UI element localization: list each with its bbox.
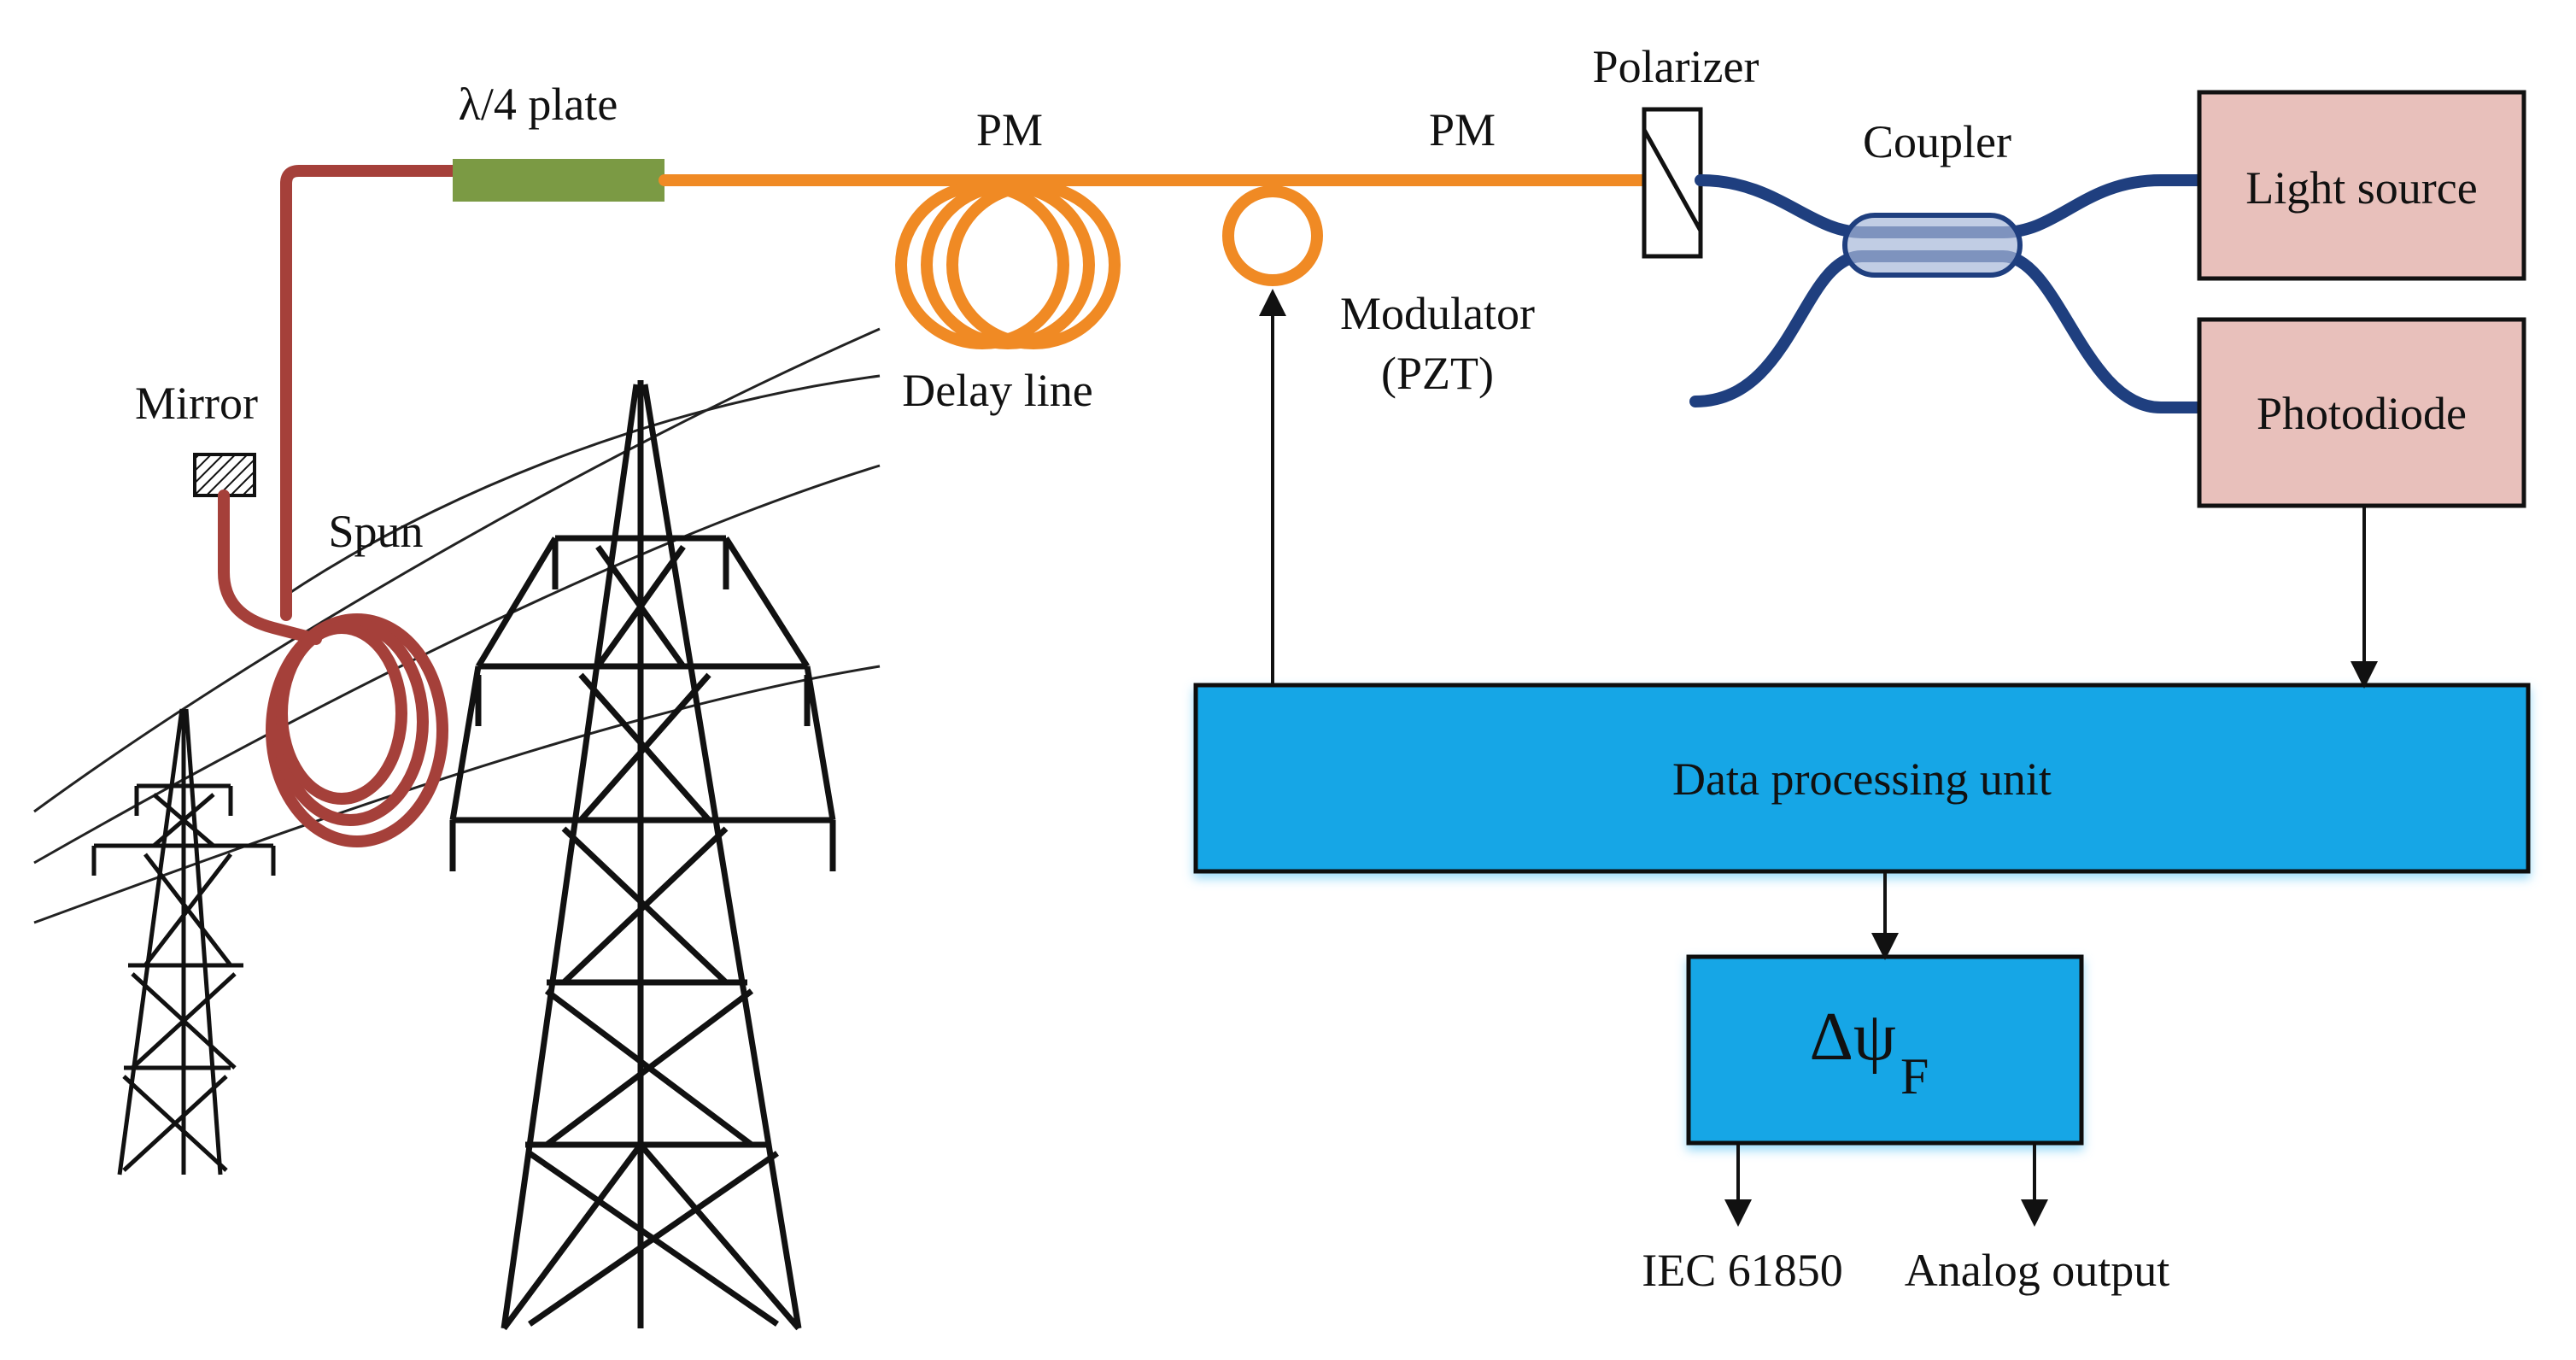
pm-fiber-label-left: PM <box>976 104 1043 155</box>
photodiode-box: Photodiode <box>2197 317 2526 508</box>
polarizer-label: Polarizer <box>1593 41 1759 92</box>
light-source-box: Light source <box>2197 90 2526 281</box>
iec-output-label: IEC 61850 <box>1642 1245 1843 1296</box>
transmission-tower-small <box>91 708 276 1175</box>
mirror-element <box>193 453 256 497</box>
spun-fiber <box>218 165 459 847</box>
data-processing-box: Data processing unit <box>1193 683 2531 874</box>
pm-fiber <box>659 174 1650 349</box>
delay-line-label: Delay line <box>902 365 1092 416</box>
spun-label: Spun <box>328 506 423 557</box>
photodiode-label: Photodiode <box>2257 388 2467 439</box>
mirror-label: Mirror <box>135 378 258 429</box>
pm-fiber-label-right: PM <box>1429 104 1496 155</box>
analog-output-label: Analog output <box>1905 1245 2169 1296</box>
coupler-label: Coupler <box>1863 116 2011 167</box>
signal-arrows <box>1259 289 2378 1227</box>
modulator-type-label: (PZT) <box>1381 348 1494 399</box>
power-lines <box>33 327 881 924</box>
faraday-phase-subscript: F <box>1900 1048 1929 1105</box>
coupler-element <box>1842 213 2023 278</box>
faraday-phase-symbol: Δψ <box>1809 999 1896 1075</box>
modulator-label: Modulator <box>1340 288 1535 339</box>
transmission-tower-large <box>449 380 836 1331</box>
quarter-wave-plate <box>453 159 664 202</box>
faraday-phase-box: Δψ F <box>1686 954 2084 1146</box>
light-source-label: Light source <box>2245 162 2477 214</box>
polarizer-element <box>1642 107 1703 259</box>
quarter-wave-plate-label: λ/4 plate <box>459 79 618 130</box>
data-processing-label: Data processing unit <box>1672 753 2052 805</box>
modulator-coil <box>1222 185 1323 286</box>
